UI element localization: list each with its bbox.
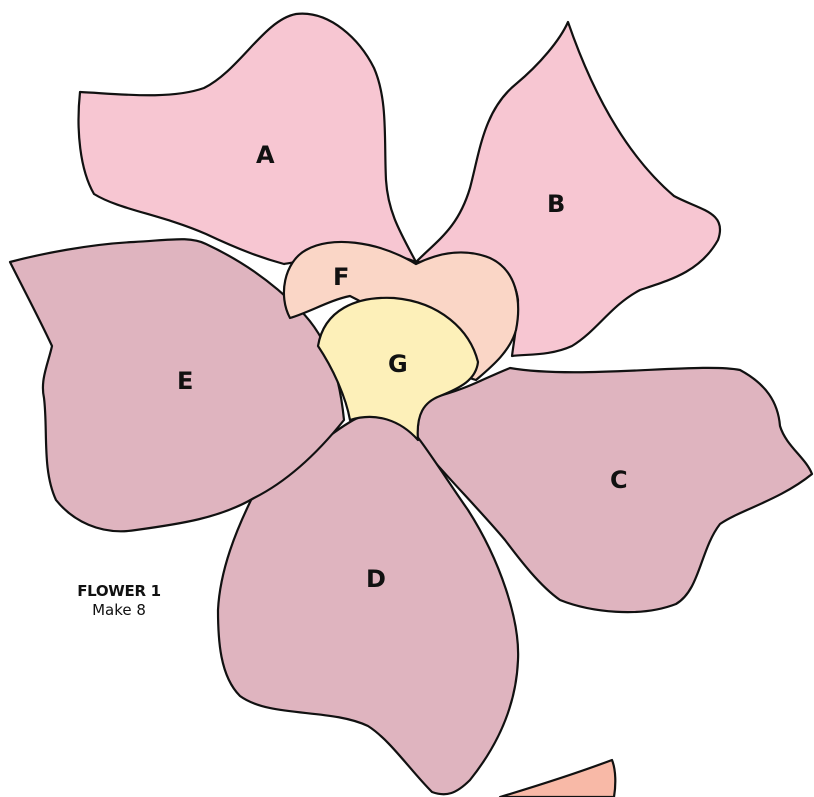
pattern-caption: FLOWER 1 Make 8 [64, 582, 174, 620]
label-e: E [177, 367, 193, 395]
label-c: C [610, 466, 628, 494]
label-d: D [366, 565, 386, 593]
petal-a [79, 14, 416, 264]
label-f: F [333, 263, 349, 291]
label-g: G [388, 350, 408, 378]
pattern-title: FLOWER 1 [64, 582, 174, 601]
partial-piece-bottom [500, 760, 615, 797]
pattern-instruction: Make 8 [64, 601, 174, 620]
label-a: A [256, 141, 275, 169]
label-b: B [547, 190, 565, 218]
